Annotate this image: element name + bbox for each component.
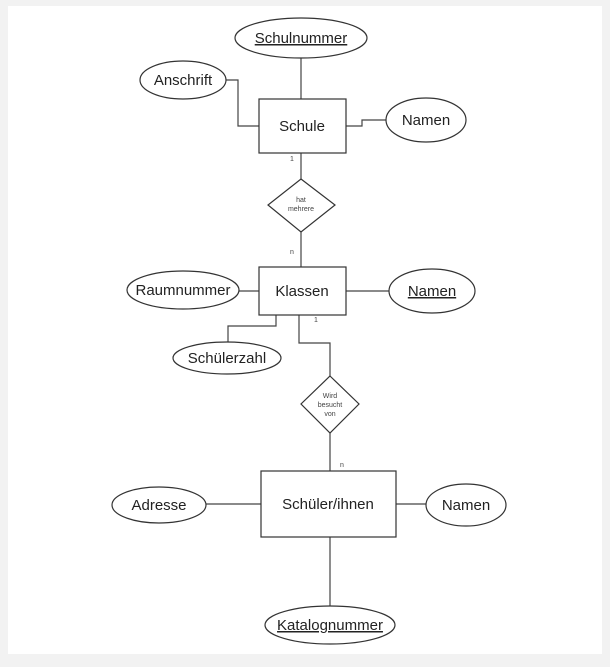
attribute-adresse: Adresse bbox=[111, 486, 207, 524]
attribute-schueler-namen-label: Namen bbox=[442, 497, 490, 514]
attribute-klassen-namen: Namen bbox=[388, 268, 476, 314]
attribute-schuelerzahl-label: Schülerzahl bbox=[188, 350, 266, 367]
relationship-wird-label-line3: von bbox=[324, 411, 335, 418]
attribute-katalognummer-label: Katalognummer bbox=[277, 617, 383, 634]
attribute-raumnummer: Raumnummer bbox=[126, 270, 240, 310]
entity-schule-label: Schule bbox=[279, 118, 325, 135]
connector-klassen-schuelerzahl bbox=[227, 315, 277, 343]
attribute-anschrift-label: Anschrift bbox=[154, 72, 213, 89]
connector-klassen-wird bbox=[298, 315, 331, 376]
relationship-wird-label-line1: Wird bbox=[323, 393, 337, 400]
attribute-anschrift: Anschrift bbox=[139, 60, 227, 100]
entity-klassen: Klassen bbox=[258, 266, 347, 316]
connector-anschrift-schule bbox=[224, 79, 259, 127]
attribute-klassen-namen-label: Namen bbox=[408, 283, 456, 300]
entity-schule: Schule bbox=[258, 98, 347, 154]
attribute-raumnummer-label: Raumnummer bbox=[135, 282, 230, 299]
relationship-hat-label-line1: hat bbox=[296, 197, 306, 204]
relationship-hat-label-line2: mehrere bbox=[288, 206, 314, 213]
entity-klassen-label: Klassen bbox=[275, 283, 328, 300]
relationship-wird-besucht-von: Wird besucht von bbox=[300, 375, 360, 434]
cardinality-hat-klassen: n bbox=[290, 249, 294, 256]
attribute-schule-namen: Namen bbox=[385, 97, 467, 143]
entity-schueler-label: Schüler/ihnen bbox=[282, 496, 374, 513]
attribute-schulnummer-label: Schulnummer bbox=[255, 30, 348, 47]
entity-schueler: Schüler/ihnen bbox=[260, 470, 397, 538]
connector-schule-namen bbox=[346, 119, 386, 127]
connector-lines bbox=[206, 58, 426, 606]
attribute-schule-namen-label: Namen bbox=[402, 112, 450, 129]
cardinality-schule-hat: 1 bbox=[290, 156, 294, 163]
attribute-katalognummer: Katalognummer bbox=[264, 605, 396, 645]
relationship-wird-label-line2: besucht bbox=[318, 402, 343, 409]
attribute-schuelerzahl: Schülerzahl bbox=[172, 341, 282, 375]
cardinality-wird-schueler: n bbox=[340, 462, 344, 469]
relationship-hat-mehrere: hat mehrere bbox=[267, 178, 336, 233]
attribute-adresse-label: Adresse bbox=[131, 497, 186, 514]
attribute-schulnummer: Schulnummer bbox=[234, 17, 368, 59]
attribute-schueler-namen: Namen bbox=[425, 483, 507, 527]
cardinality-klassen-wird: 1 bbox=[314, 317, 318, 324]
